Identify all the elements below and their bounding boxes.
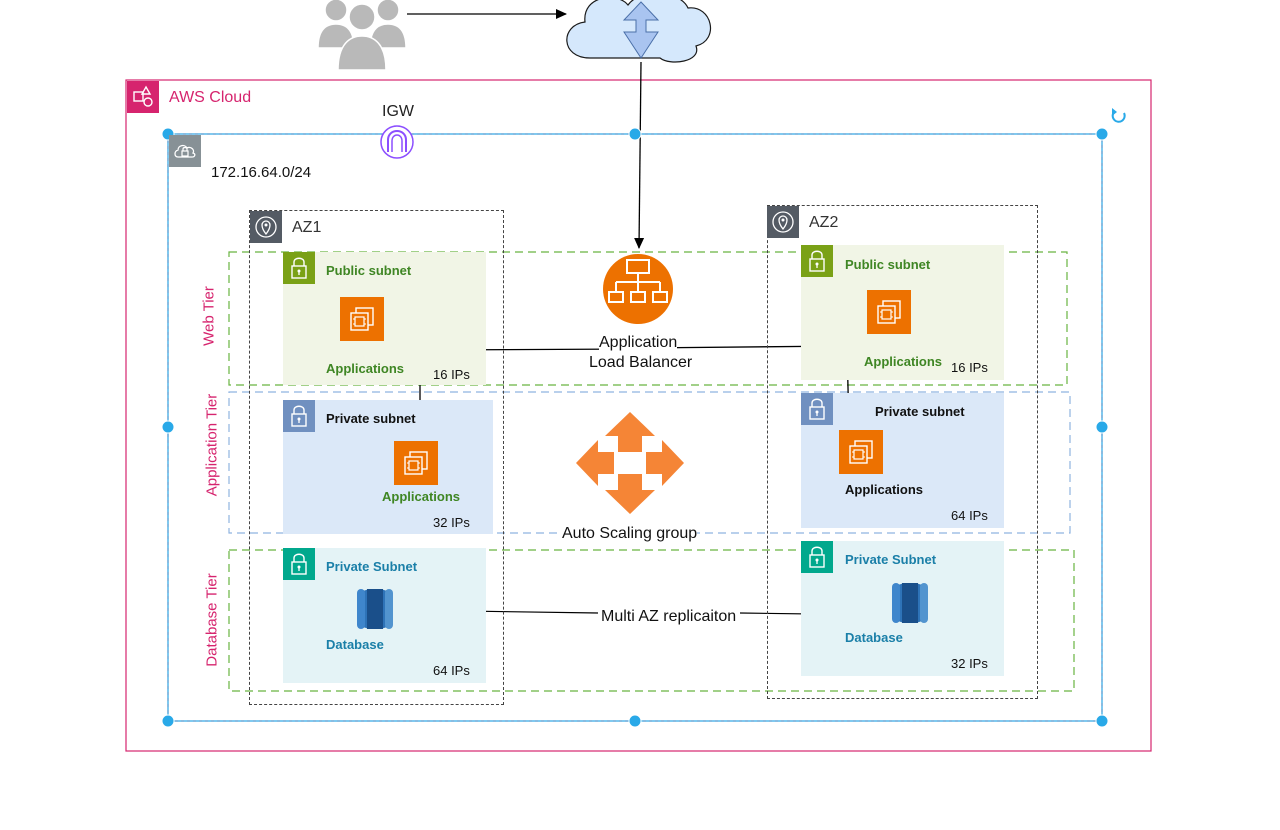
database-icon [355, 586, 395, 632]
aws-cloud-boundary [125, 79, 1152, 752]
az1-private-db-subnet-title: Private Subnet [326, 559, 418, 574]
az1-public-app-label: Applications [326, 361, 405, 376]
alb-label-line1: Application [599, 334, 678, 351]
lock-icon [283, 252, 315, 284]
az1-boundary [249, 210, 504, 705]
alb-label-line2: Load Balancer [589, 354, 693, 371]
az1-label: AZ1 [292, 219, 322, 236]
az2-public-app-label: Applications [864, 354, 943, 369]
az1-public-subnet: Public subnet Applications 16 IPs [283, 252, 486, 385]
az1-private-app-ip-count: 32 IPs [433, 515, 470, 530]
az1-private-db-ip-count: 64 IPs [433, 663, 470, 678]
aws-cloud-title: AWS Cloud [169, 89, 252, 106]
internet-cloud [566, 0, 712, 63]
auto-scaling-group-label: Auto Scaling group [562, 525, 698, 542]
az1-public-ip-count: 16 IPs [433, 367, 470, 382]
az1-private-app-subnet-title: Private subnet [326, 411, 416, 426]
multi-az-replication-label: Multi AZ replicaiton [601, 608, 737, 625]
igw-label: IGW [382, 103, 414, 120]
az1-db-label: Database [326, 637, 384, 652]
az2-private-db-subnet-title: Private Subnet [845, 552, 937, 567]
az1-location-icon [250, 211, 282, 243]
aws-cloud-icon [127, 81, 159, 113]
app-tier-boundary [228, 391, 1071, 534]
az2-private-db-subnet: Private Subnet Database 32 IPs [801, 541, 1004, 676]
database-icon [890, 580, 930, 626]
database-tier-label: Database Tier [203, 573, 221, 667]
web-tier-label: Web Tier [200, 286, 218, 346]
az1-public-subnet-title: Public subnet [326, 263, 412, 278]
auto-scaling-icon [576, 412, 684, 514]
az2-public-subnet: Public subnet Applications 16 IPs [801, 245, 1004, 380]
az2-private-db-ip-count: 32 IPs [951, 656, 988, 671]
az1-private-app-subnet: Private subnet Applications 32 IPs [283, 400, 493, 534]
lock-icon [801, 393, 833, 425]
az2-location-icon [767, 206, 799, 238]
az2-boundary [767, 205, 1038, 699]
ec2-icon [839, 430, 883, 474]
application-tier-label: Application Tier [203, 393, 221, 497]
az2-private-app-ip-count: 64 IPs [951, 508, 988, 523]
alb-icon [603, 254, 673, 324]
selection-handles [161, 127, 1109, 728]
vpc-icon [169, 135, 201, 167]
az2-label: AZ2 [809, 214, 839, 231]
ec2-icon [394, 441, 438, 485]
igw-icon [380, 125, 414, 159]
rotate-handle-icon [1111, 108, 1126, 123]
az2-private-app-label: Applications [845, 482, 924, 497]
ec2-icon [340, 297, 384, 341]
az1-private-db-subnet: Private Subnet Database 64 IPs [283, 548, 486, 683]
az2-public-subnet-title: Public subnet [845, 257, 931, 272]
vpc-cidr-label: 172.16.64.0/24 [211, 164, 312, 181]
az1-private-app-label: Applications [382, 489, 461, 504]
lock-icon [283, 548, 315, 580]
az2-db-label: Database [845, 630, 903, 645]
web-tier-boundary [228, 251, 1068, 386]
db-tier-boundary [228, 549, 1075, 692]
internet-to-alb-arrow [634, 61, 645, 249]
lock-icon [283, 400, 315, 432]
az2-private-app-subnet: Private subnet Applications 64 IPs [801, 393, 1004, 528]
az2-private-app-subnet-title: Private subnet [875, 404, 965, 419]
lock-icon [801, 541, 833, 573]
lock-icon [801, 245, 833, 277]
az2-public-ip-count: 16 IPs [951, 360, 988, 375]
ec2-icon [867, 290, 911, 334]
users-icon [317, 0, 407, 71]
